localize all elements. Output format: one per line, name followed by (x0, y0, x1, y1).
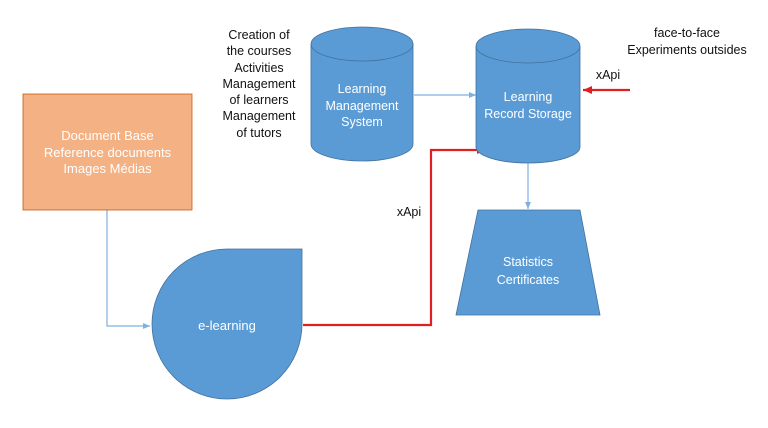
statistics-trapezoid (455, 209, 601, 316)
lms-notes-line-2: the courses (226, 44, 292, 59)
face-to-face-note: face-to-face Experiments outsides (612, 25, 762, 58)
face-to-face-line-2: Experiments outsides (627, 42, 747, 57)
document-base-line-3: Images Médias (63, 161, 152, 176)
lms-cylinder (310, 26, 414, 162)
face-to-face-line-1: face-to-face (653, 26, 720, 40)
lms-notes-line-1: Creation of (228, 28, 290, 42)
lms-label: Learning Management System (311, 81, 413, 131)
lms-line-1: Learning (337, 82, 387, 96)
document-base-line-2: Reference documents (43, 144, 172, 160)
lrs-line-2: Record Storage (484, 106, 572, 121)
elearning-label: e-learning (162, 318, 292, 335)
lrs-line-1: Learning (503, 90, 553, 104)
document-base-line-1: Document Base (61, 128, 154, 143)
lms-notes-line-4: Management (222, 76, 296, 91)
lms-notes-line-5: of learners (229, 93, 289, 108)
lms-line-3: System (341, 115, 383, 129)
xapi-label-right: xApi (595, 68, 621, 82)
lrs-cylinder (475, 28, 581, 164)
elearning-line-1: e-learning (198, 318, 256, 333)
arrow-document-to-elearning (106, 210, 150, 329)
lms-line-2: Management (325, 98, 399, 113)
statistics-label: Statistics Certificates (456, 253, 600, 289)
lms-notes: Creation of the courses Activities Manag… (213, 27, 305, 141)
lms-notes-line-7: of tutors (236, 125, 282, 140)
document-base-label: Document Base Reference documents Images… (23, 128, 192, 178)
document-base-box (22, 93, 193, 211)
elearning-teardrop (151, 248, 303, 400)
statistics-line-2: Certificates (496, 273, 560, 287)
xapi-arrow-elearning-to-lrs (303, 146, 486, 327)
xapi-label-mid: xApi (396, 205, 422, 219)
lms-notes-line-6: Management (222, 109, 296, 124)
lrs-label: Learning Record Storage (476, 89, 580, 122)
statistics-line-1: Statistics (502, 255, 553, 269)
lms-notes-line-3: Activities (234, 60, 284, 75)
